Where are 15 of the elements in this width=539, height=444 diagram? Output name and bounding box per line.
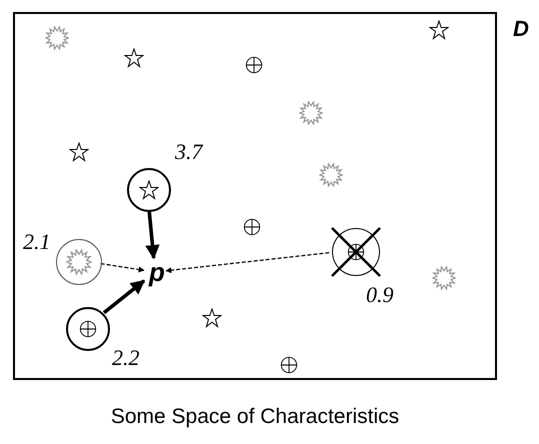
distance-value: 2.2 — [112, 347, 140, 369]
circle-marker — [127, 168, 171, 212]
point-label: p — [146, 260, 168, 288]
distance-value: 2.1 — [23, 231, 50, 253]
arrow — [145, 210, 160, 260]
frame-heading: D — [513, 17, 529, 41]
circle-marker — [56, 239, 102, 285]
arrow — [102, 279, 146, 314]
frame-box — [13, 12, 497, 380]
arrow — [100, 263, 145, 272]
caption: Some Space of Characteristics — [110, 405, 400, 429]
distance-value: 0.9 — [366, 284, 394, 306]
circle-marker — [66, 307, 110, 351]
arrow — [165, 252, 330, 274]
distance-value: 3.7 — [175, 141, 202, 163]
